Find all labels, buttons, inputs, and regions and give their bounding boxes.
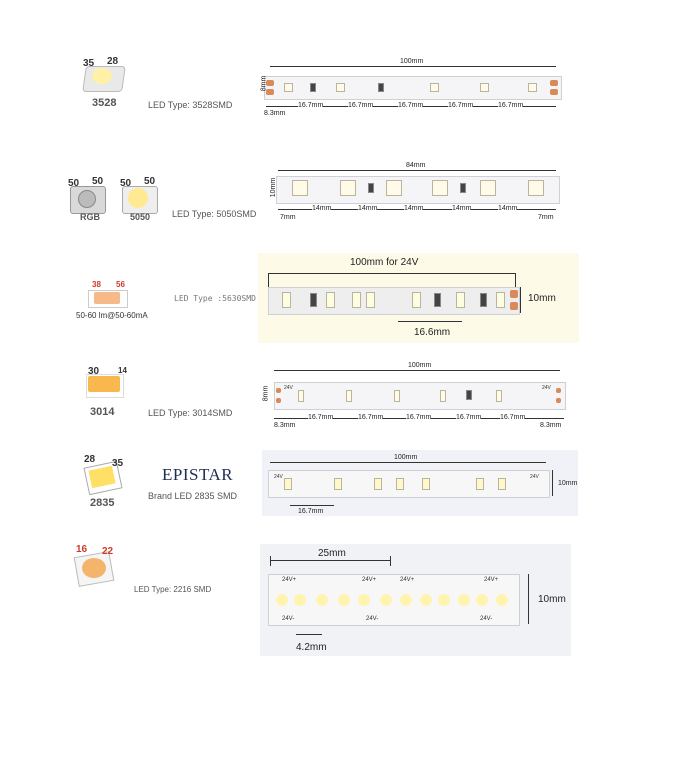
minus-label-1: 24V- (282, 616, 295, 622)
pitch-1: 16.7mm (308, 414, 334, 421)
strip-width: 10mm (528, 293, 556, 304)
pitch: 16.6mm (414, 327, 451, 338)
plus-label-1: 24V+ (282, 577, 297, 583)
chip-dim-a: 16 (76, 544, 88, 555)
pitch-2: 14mm (358, 205, 378, 212)
pitch-1: 14mm (312, 205, 332, 212)
total-length: 100mm (400, 58, 424, 65)
chip-dim-a: 30 (88, 366, 100, 377)
chip-2216: 16 22 (72, 544, 122, 590)
pitch-2: 16.7mm (348, 102, 374, 109)
pad-label-left: 24V (274, 474, 283, 480)
epistar-logo: EPISTAR (162, 465, 234, 484)
chip-code: 3014 (90, 406, 115, 418)
chip-3014: 30 14 (80, 366, 130, 406)
pitch-4: 16.7mm (448, 102, 474, 109)
total-length: 100mm for 24V (350, 257, 419, 268)
chip-label-rgb: RGB (80, 212, 100, 222)
pitch-5: 16.7mm (498, 102, 524, 109)
plus-label-3: 24V+ (400, 577, 415, 583)
edge-right: 8.3mm (540, 422, 562, 429)
minus-label-3: 24V- (480, 616, 493, 622)
chip-dim-a: 50 (68, 178, 80, 189)
chip-dim-a: 38 (92, 280, 101, 289)
strip-width: 8mm (262, 385, 270, 402)
pitch-3: 16.7mm (406, 414, 432, 421)
edge-right: 7mm (538, 214, 554, 221)
chip-code: 3528 (92, 97, 117, 109)
chip-rgb-5050: 50 50 RGB (66, 176, 110, 224)
total-length: 84mm (406, 162, 426, 169)
led-type-label: LED Type: 5050SMD (172, 209, 257, 219)
led-type-label: LED Type :5630SMD (174, 294, 256, 303)
minus-label-2: 24V- (366, 616, 379, 622)
chip-dim-a: 35 (83, 58, 95, 69)
plus-label-4: 24V+ (484, 577, 499, 583)
strip-width: 10mm (558, 480, 578, 487)
pad-label-right: 24V (530, 474, 539, 480)
pad-label-left: 24V (284, 385, 293, 391)
pitch-4: 16.7mm (456, 414, 482, 421)
chip-5630: 38 56 (82, 280, 142, 320)
strip-diagram-2216: 25mm 24V+ 24V+ 24V+ 24V+ 24V- 24V- 24V- … (260, 544, 571, 656)
pitch: 16.7mm (298, 508, 324, 515)
led-type-label: Brand LED 2835 SMD (148, 491, 238, 501)
pitch-3: 16.7mm (398, 102, 424, 109)
total-length: 100mm (408, 362, 432, 369)
chip-dim-b: 50 (144, 176, 156, 187)
edge-offset: 8.3mm (264, 110, 286, 117)
led-type-label: LED Type: 2216 SMD (134, 585, 212, 594)
strip-diagram-5050: 84mm 10mm 7mm 14mm 14mm 14mm 14mm 14mm 7… (268, 158, 564, 224)
lumen-spec: 50-60 lm@50-60mA (76, 311, 148, 320)
chip-dim-b: 56 (116, 280, 125, 289)
strip-width: 8mm (260, 75, 268, 92)
pad-label-right: 24V (542, 385, 551, 391)
chip-5050: 50 50 5050 (118, 176, 164, 224)
chip-dim-b: 50 (92, 176, 104, 187)
chip-code: 5050 (130, 212, 151, 222)
chip-dim-a: 28 (84, 454, 96, 465)
pitch-1: 16.7mm (298, 102, 324, 109)
chip-2835: 28 35 (80, 454, 128, 500)
edge-left: 8.3mm (274, 422, 296, 429)
pitch-5: 14mm (498, 205, 518, 212)
chip-dim-b: 35 (112, 458, 124, 469)
strip-width: 10mm (538, 594, 566, 605)
chip-3528: 35 28 (80, 56, 126, 98)
chip-dim-b: 28 (107, 56, 119, 67)
pitch-5: 16.7mm (500, 414, 526, 421)
pitch-4: 14mm (452, 205, 472, 212)
pitch-3: 14mm (404, 205, 424, 212)
chip-dim-a: 50 (120, 178, 132, 189)
pitch-2: 16.7mm (358, 414, 384, 421)
chip-code: 2835 (90, 497, 115, 509)
strip-diagram-3014: 100mm 24V 24V 8mm 8.3mm 16.7mm 16.7mm 16… (262, 360, 568, 440)
pitch: 4.2mm (296, 642, 327, 653)
strip-width: 10mm (270, 177, 278, 198)
chip-dim-b: 14 (118, 366, 127, 375)
led-type-label: LED Type: 3528SMD (148, 100, 233, 110)
total-length: 100mm (394, 454, 418, 461)
strip-diagram-5630: 100mm for 24V 10mm 16.6mm (258, 253, 579, 343)
chip-dim-b: 22 (102, 546, 114, 557)
plus-label-2: 24V+ (362, 577, 377, 583)
segment-length: 25mm (318, 548, 346, 559)
led-type-label: LED Type: 3014SMD (148, 408, 233, 418)
strip-diagram-3528: 100mm 8mm 8.3mm 16.7mm 16.7mm 16.7mm 16.… (258, 56, 568, 122)
strip-diagram-2835: 100mm 24V 24V 10mm 16.7mm (262, 450, 578, 516)
edge-left: 7mm (280, 214, 296, 221)
